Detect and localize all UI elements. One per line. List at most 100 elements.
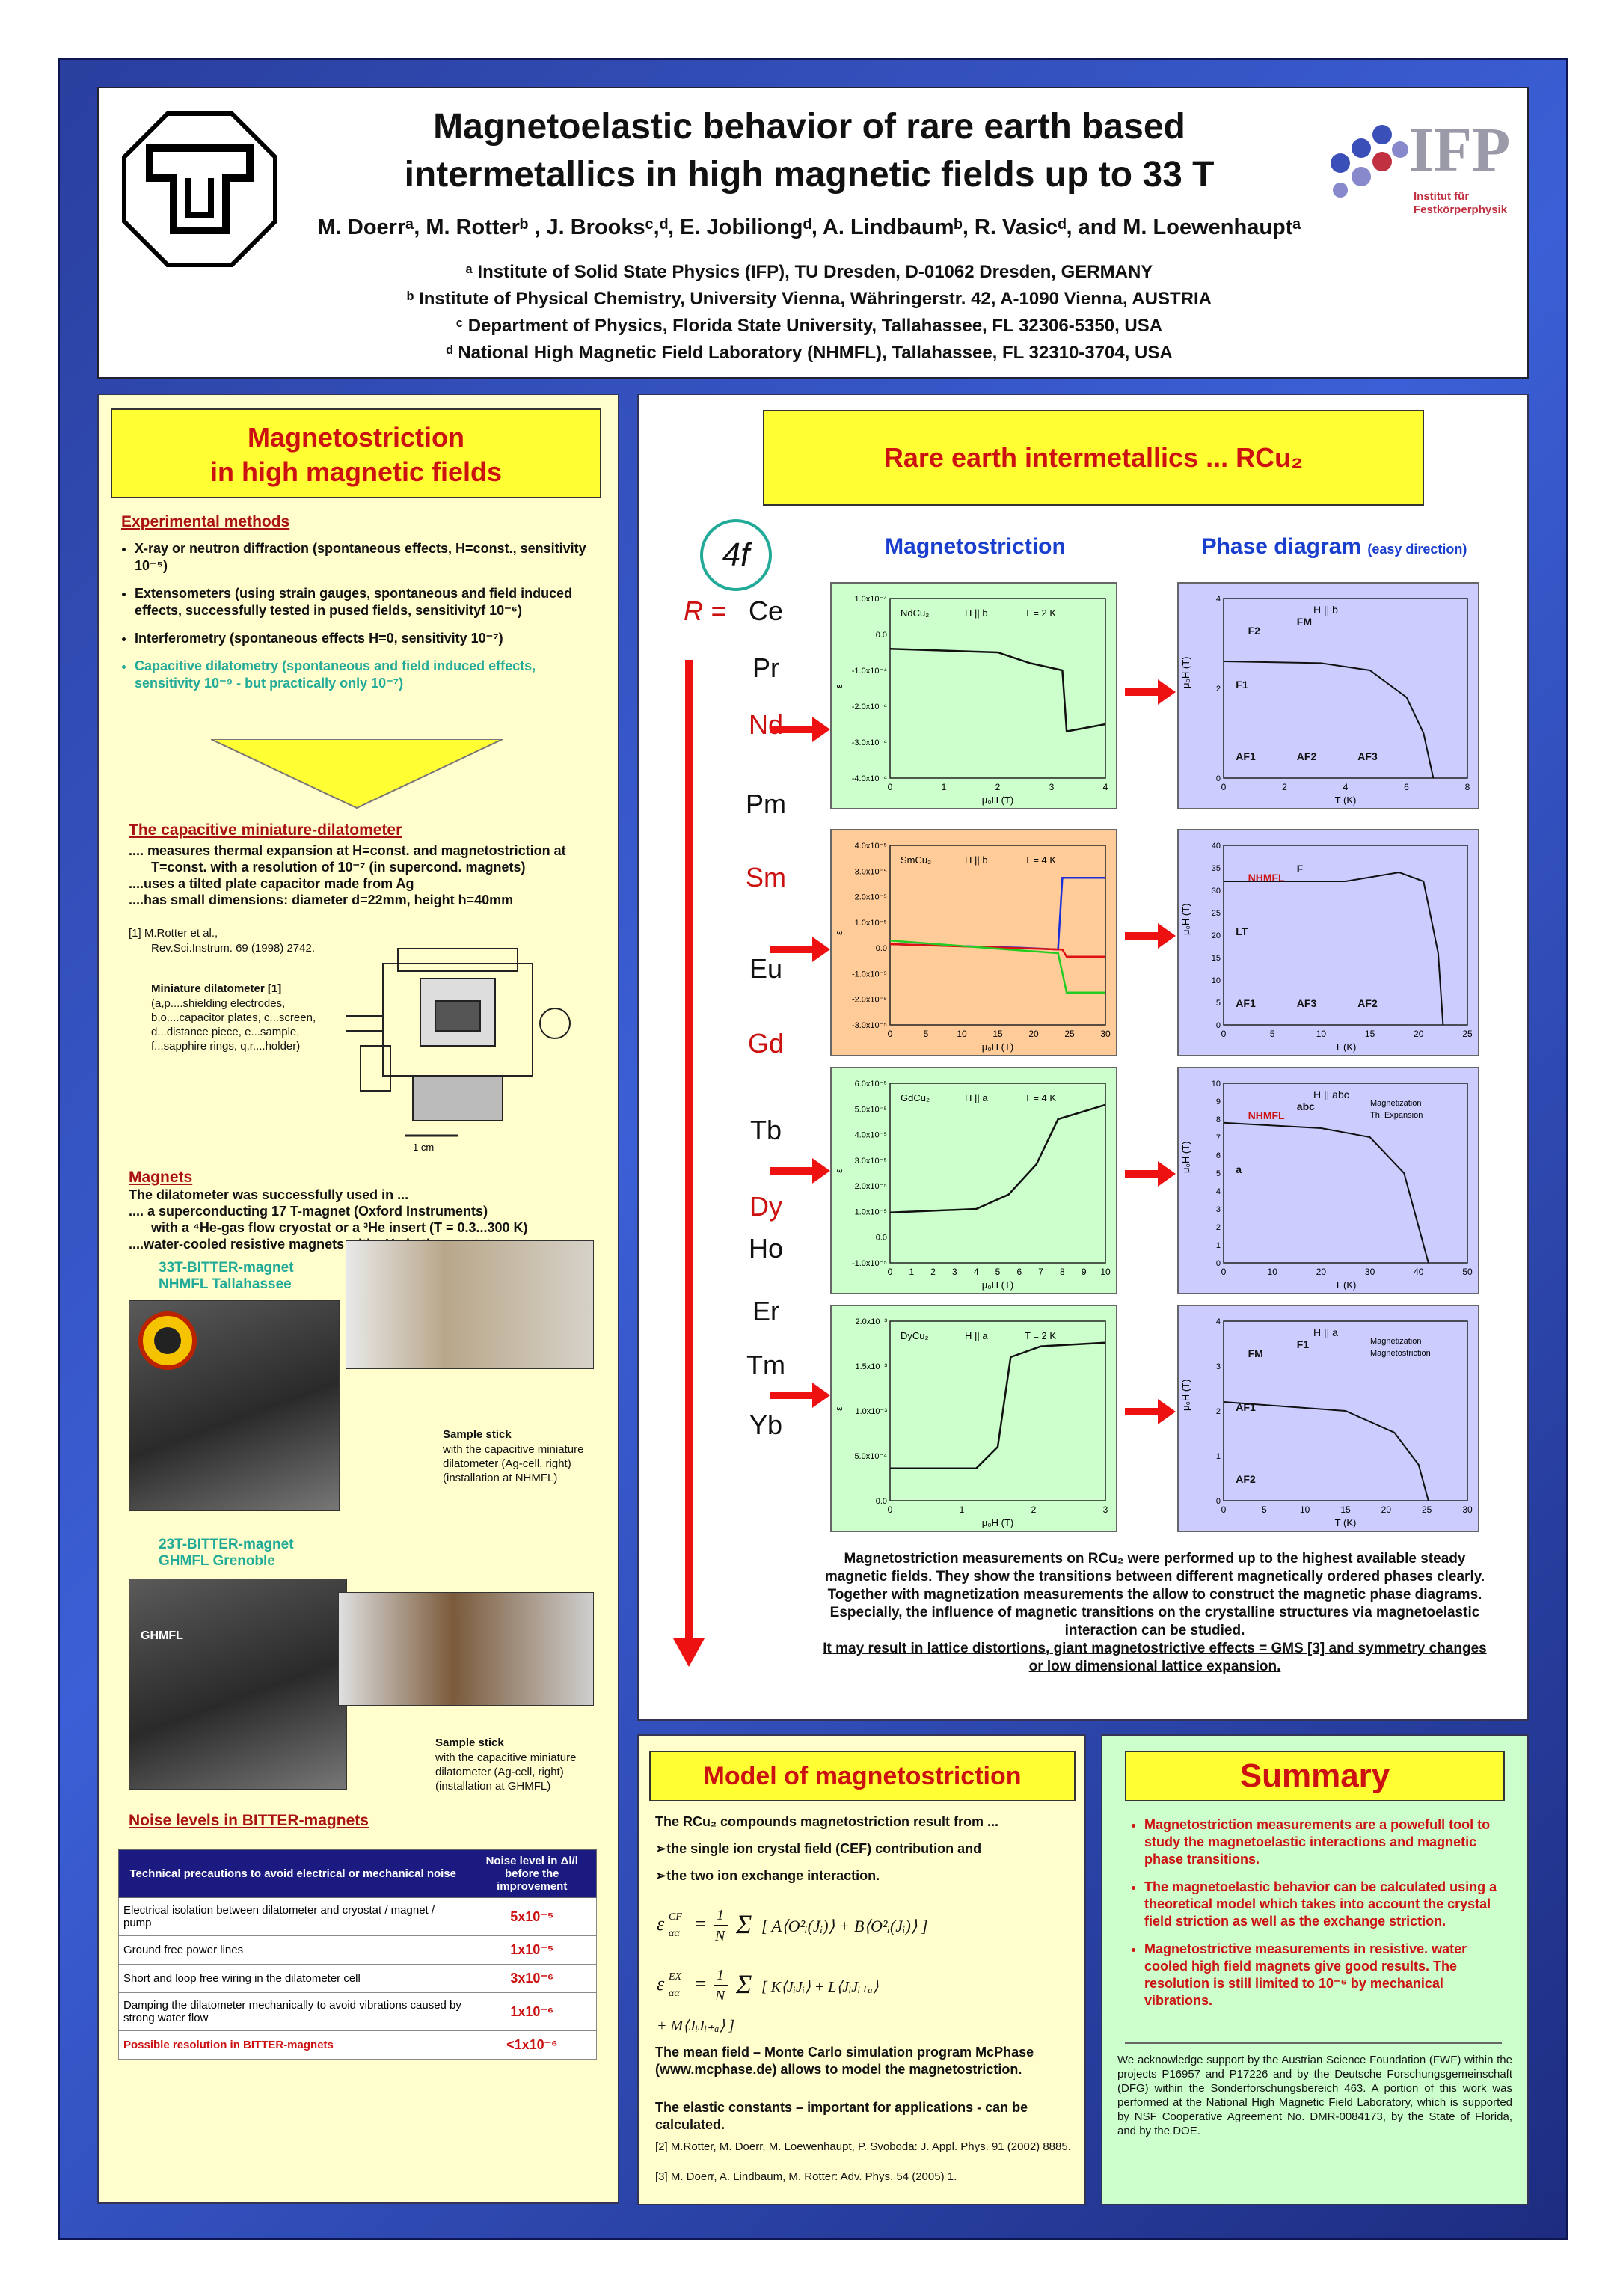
arrow-nd-phase [1125,679,1176,705]
svg-text:ε: ε [657,1913,665,1935]
arrow-dy-phase [1125,1399,1176,1424]
x-tick-label: 2 [995,782,1001,792]
svg-text:N: N [714,1988,726,2004]
x-axis-label: μ₀H (T) [982,795,1014,806]
element-nd: Nd [748,709,784,740]
summary-heading: Summary [1125,1751,1505,1801]
magnetostriction-curve [889,876,1105,951]
exp-methods-heading: Experimental methods [121,513,290,530]
phase-title: H || b [1313,604,1338,616]
y-tick-label: 1.0x10⁻⁵ [855,1207,887,1216]
x-tick-label: 10 [1316,1029,1327,1039]
svg-text:Σ: Σ [735,1969,752,1999]
x-axis-label: T (K) [1335,1279,1357,1291]
phase-legend-entry: Magnetization [1370,1099,1422,1108]
phase-boundary [1223,1401,1429,1501]
sample-stick-photo-2 [338,1592,594,1706]
ghmfl-magnet-photo [129,1579,347,1790]
y-tick-label: 0 [1216,774,1221,783]
arrow-gd-plot [770,1158,830,1184]
phase-region-label: AF1 [1236,750,1256,762]
y-tick-label: 0.0 [876,631,887,640]
table-row: Electrical isolation between dilatometer… [117,1897,597,1936]
x-tick-label: 2 [1282,782,1287,792]
x-tick-label: 0 [1221,782,1227,792]
phase-region-label: AF2 [1297,750,1317,762]
ghmfl-logo: GHMFL [141,1629,183,1642]
x-tick-label: 40 [1414,1267,1424,1277]
element-pr: Pr [752,652,779,683]
table-row: Possible resolution in BITTER-magnets<1x… [117,2030,597,2060]
y-axis-label: ε [833,1406,844,1411]
model-elastic: The elastic constants – important for ap… [655,2100,1028,2132]
element-yb: Yb [749,1409,783,1440]
x-tick-label: 3 [1103,1504,1108,1515]
x-axis-label: μ₀H (T) [982,1041,1014,1053]
magnets-line2: .... a superconducting 17 T-magnet (Oxfo… [129,1204,488,1219]
plot-temperature-label: T = 2 K [1025,1330,1056,1341]
y-tick-label: 0 [1216,1497,1221,1506]
y-tick-label: 0.0 [876,944,887,953]
plot-frame [1223,845,1468,1026]
phase-region-label: NHMFL [1248,1109,1285,1121]
x-tick-label: 5 [995,1267,1001,1277]
y-tick-label: 1 [1216,1452,1221,1461]
plot-direction-label: H || a [965,1092,988,1103]
bitter33-label2: NHMFL Tallahassee [159,1276,292,1292]
x-axis-label: T (K) [1335,795,1357,806]
model-mean-field: The mean field – Monte Carlo simulation … [655,2045,1034,2077]
phase-boundary [1224,871,1444,1026]
model-panel: Model of magnetostriction The RCu₂ compo… [637,1734,1086,2205]
y-tick-label: 1.0x10⁻⁴ [854,595,887,604]
magnetostriction-curve-red [889,943,1105,958]
plot-compound-label: SmCu₂ [901,854,931,866]
model-item1: ➢the single ion crystal field (CEF) cont… [655,1841,982,1856]
phase-region-label: abc [1297,1100,1315,1112]
phase-region-label: a [1236,1163,1242,1175]
table-row: Damping the dilatometer mechanically to … [117,1992,597,2031]
x-tick-label: 2 [1031,1504,1037,1515]
y-tick-label: 9 [1216,1098,1221,1106]
y-tick-label: 5 [1216,999,1221,1008]
x-tick-label: 15 [1365,1029,1375,1039]
element-ho: Ho [748,1233,784,1264]
element-sm: Sm [746,862,786,893]
plot-ndcu2: 1.0x10⁻⁴0.0-1.0x10⁻⁴-2.0x10⁻⁴-3.0x10⁻⁴-4… [830,582,1117,809]
model-ref3: [3] M. Doerr, A. Lindbaum, M. Rotter: Ad… [655,2170,957,2183]
x-tick-label: 0 [1221,1267,1227,1277]
phase-region-label: AF3 [1357,750,1378,762]
rcu2-heading: Rare earth intermetallics ... RCu₂ [763,410,1424,506]
dilatometer-line3: ....has small dimensions: diameter d=22m… [129,893,514,907]
y-tick-label: 6 [1216,1151,1221,1160]
svg-text:αα: αα [669,1928,680,1939]
x-tick-label: 25 [1064,1029,1075,1039]
element-tm: Tm [746,1350,785,1380]
x-tick-label: 20 [1316,1267,1327,1277]
plot-frame [889,598,1106,779]
left-heading: Magnetostriction in high magnetic fields [111,408,601,498]
bitter23-label1: 23T-BITTER-magnet [159,1537,294,1552]
model-intro: The RCu₂ compounds magnetostriction resu… [655,1814,999,1829]
x-tick-label: 30 [1100,1029,1111,1039]
x-tick-label: 20 [1381,1504,1392,1515]
x-tick-label: 4 [1343,782,1349,792]
4f-badge-icon: 4f [700,519,772,591]
y-tick-label: -2.0x10⁻⁴ [852,702,887,711]
svg-text:1: 1 [717,1907,724,1923]
x-tick-label: 15 [992,1029,1003,1039]
noise-th-precautions: Technical precautions to avoid electrica… [117,1849,468,1898]
ifp-logo-sub1: Institut für [1414,190,1470,203]
y-tick-label: 4 [1216,1317,1221,1326]
noise-heading: Noise levels in BITTER-magnets [129,1812,369,1829]
y-tick-label: 2.0x10⁻⁵ [855,893,887,902]
y-tick-label: 15 [1212,954,1221,963]
x-tick-label: 10 [1268,1267,1278,1277]
drawing-scale: 1 cm [413,1142,434,1153]
affiliation-b: ᵇ Institute of Physical Chemistry, Unive… [407,289,1212,309]
summary-panel: Summary Magnetostriction measurements ar… [1101,1734,1529,2205]
ref1-line1: [1] M.Rotter et al., [129,927,218,940]
y-tick-label: 1.5x10⁻³ [856,1362,888,1371]
